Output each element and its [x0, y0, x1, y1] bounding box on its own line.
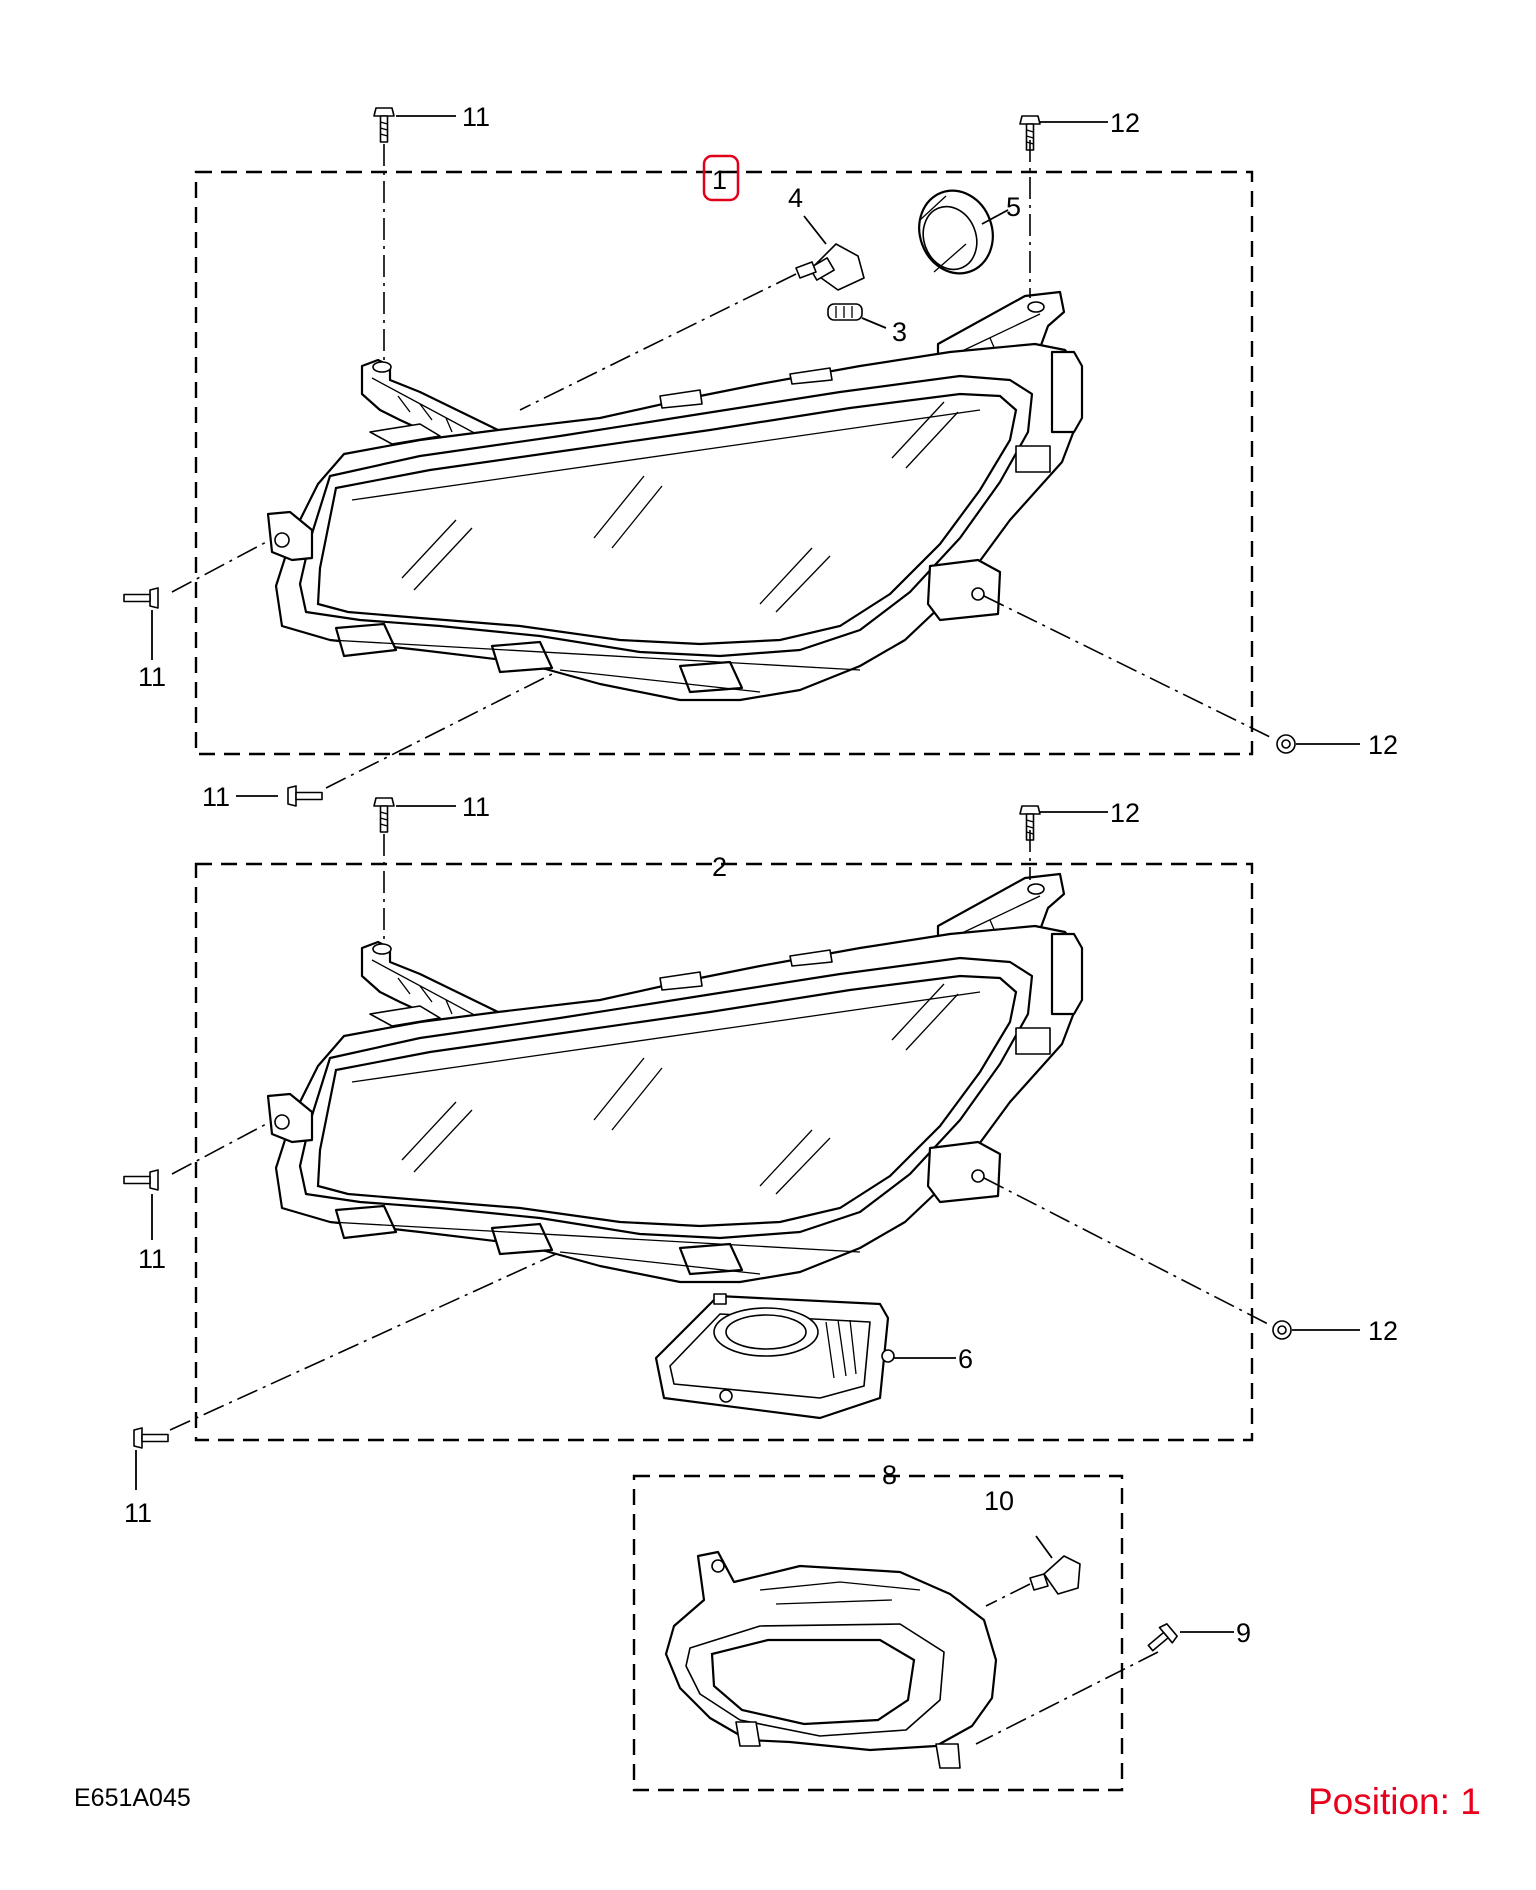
callout-8: 8 — [882, 1460, 897, 1490]
callout-11-left-g1: 11 — [138, 662, 166, 692]
callout-11-top-g2: 11 — [462, 792, 490, 822]
fog-lamp-part-8 — [664, 1550, 998, 1769]
bolt-11-bottom-g2 — [133, 1427, 169, 1449]
headlamp-assembly-1 — [266, 290, 1084, 702]
axis-11-bottom-g2 — [169, 1253, 557, 1431]
callout-12-top-g2: 12 — [1110, 798, 1140, 828]
group-2-frame — [194, 862, 1254, 1442]
axis-12-right-g2 — [983, 1177, 1269, 1325]
bolt-11-left-g2 — [123, 1169, 159, 1191]
callout-12-top-g1: 12 — [1110, 108, 1140, 138]
axis-10 — [985, 1583, 1031, 1607]
bolt-11-left-g1 — [123, 587, 159, 609]
bulb-part-3 — [827, 303, 863, 321]
bolt-11-top-left-g1 — [373, 107, 395, 143]
callout-1: 1 — [712, 165, 727, 195]
axis-11-bottom-g1 — [325, 671, 557, 789]
callout-10: 10 — [984, 1486, 1014, 1516]
bulb-axis-line — [519, 273, 797, 411]
axis-11-left-g1 — [171, 539, 271, 593]
axis-11-left-g2 — [171, 1121, 271, 1175]
callout-11-left-g2: 11 — [138, 1244, 166, 1274]
position-highlight-box — [702, 154, 740, 202]
callout-11-bottom-g2: 11 — [124, 1498, 152, 1528]
position-label: Position: 1 — [1308, 1781, 1481, 1822]
bolt-11-top-left-g2 — [373, 797, 395, 833]
group-1-frame — [194, 170, 1254, 756]
nut-12-right-g1 — [1276, 734, 1296, 754]
axis-9 — [975, 1651, 1159, 1745]
callout-2: 2 — [712, 852, 727, 882]
screw-part-9 — [1147, 1623, 1178, 1652]
callout-12-right-g1: 12 — [1368, 730, 1398, 760]
axis-12-right-g1 — [983, 595, 1273, 739]
nut-12-right-g2 — [1272, 1320, 1292, 1340]
callout-6: 6 — [958, 1344, 973, 1374]
callout-4: 4 — [788, 183, 803, 213]
bolt-11-bottom-g1 — [287, 785, 323, 807]
callout-12-right-g2: 12 — [1368, 1316, 1398, 1346]
callout-11-bottom-g1: 11 — [202, 782, 230, 812]
fog-bulb-part-10 — [1029, 1555, 1081, 1595]
callout-5: 5 — [1006, 192, 1021, 222]
bulb-part-4 — [795, 243, 865, 291]
headlamp-assembly-2 — [266, 872, 1084, 1284]
seal-ring-part-5 — [918, 189, 994, 275]
callout-9: 9 — [1236, 1618, 1251, 1648]
ballast-module-part-6 — [654, 1293, 895, 1420]
callout-3: 3 — [892, 317, 907, 347]
figure-code: E651A045 — [74, 1784, 191, 1812]
callout-11-top-g1: 11 — [462, 102, 490, 132]
